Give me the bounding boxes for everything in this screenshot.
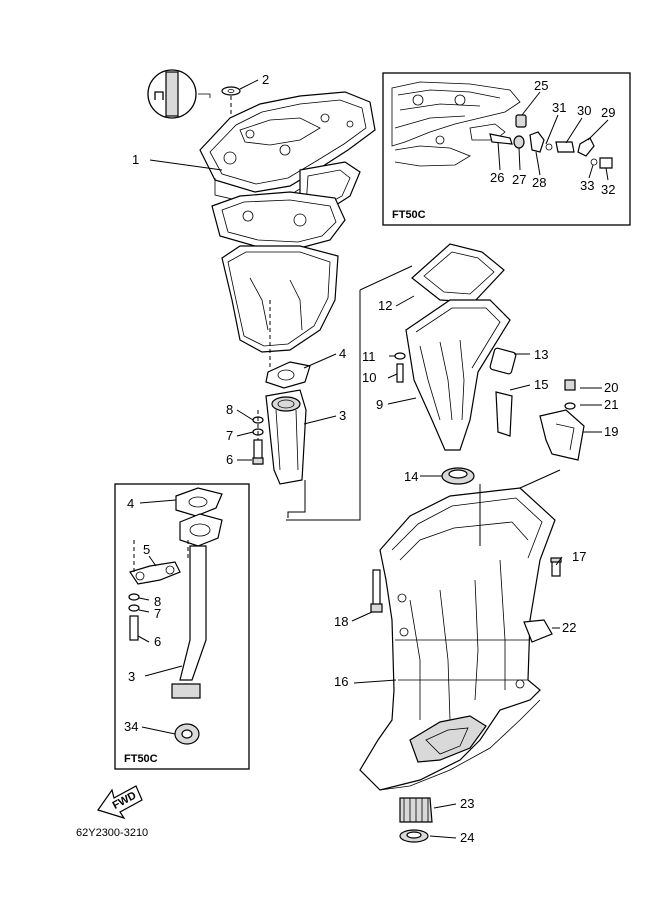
callout-17: 17: [572, 549, 586, 564]
fwd-arrow-icon: [97, 785, 143, 820]
callout-28: 28: [532, 175, 546, 190]
inset-callout-34: 34: [124, 719, 138, 734]
inset-box-lower-left: [114, 483, 250, 770]
callout-14: 14: [404, 469, 418, 484]
callout-22: 22: [562, 620, 576, 635]
inset-callout-7: 7: [154, 606, 161, 621]
callout-6: 6: [226, 452, 233, 467]
callout-24: 24: [460, 830, 474, 845]
inset-callout-4: 4: [127, 496, 134, 511]
inset-callout-5: 5: [143, 542, 150, 557]
callout-21: 21: [604, 397, 618, 412]
callout-13: 13: [534, 347, 548, 362]
callout-33: 33: [580, 178, 594, 193]
callout-20: 20: [604, 380, 618, 395]
callout-9: 9: [376, 397, 383, 412]
callout-labels: 1 2 3 4 8 7 6 12 11 10 9 13 15 14 20 21 …: [76, 72, 618, 845]
callout-25: 25: [534, 78, 548, 93]
exhaust-housing-assembly: [286, 243, 531, 521]
callout-15: 15: [534, 377, 548, 392]
callout-30: 30: [577, 103, 591, 118]
callout-27: 27: [512, 172, 526, 187]
callout-32: 32: [601, 182, 615, 197]
inset-box-top-right: [382, 72, 631, 226]
impeller-group: [399, 797, 457, 843]
inset-label-bottom: FT50C: [124, 753, 158, 765]
callout-7: 7: [226, 428, 233, 443]
inset-callout-6: 6: [154, 634, 161, 649]
cover-and-bolt-group: [539, 379, 602, 461]
diagram-code: 62Y2300-3210: [76, 827, 148, 839]
callout-4: 4: [339, 346, 346, 361]
callout-31: 31: [552, 100, 566, 115]
callout-10: 10: [362, 370, 376, 385]
callout-16: 16: [334, 674, 348, 689]
inset-callout-3: 3: [128, 669, 135, 684]
callout-2: 2: [262, 72, 269, 87]
callout-18: 18: [334, 614, 348, 629]
upper-casing-assembly: [147, 69, 376, 518]
callout-23: 23: [460, 796, 474, 811]
callout-29: 29: [601, 105, 615, 120]
lower-casing-assembly: [351, 469, 563, 791]
callout-12: 12: [378, 298, 392, 313]
inset-callout-8: 8: [154, 594, 161, 609]
callout-3: 3: [339, 408, 346, 423]
callout-8: 8: [226, 402, 233, 417]
inset-label-top: FT50C: [392, 209, 426, 221]
callout-19: 19: [604, 424, 618, 439]
callout-26: 26: [490, 170, 504, 185]
callout-11: 11: [362, 349, 376, 364]
callout-1: 1: [132, 152, 139, 167]
